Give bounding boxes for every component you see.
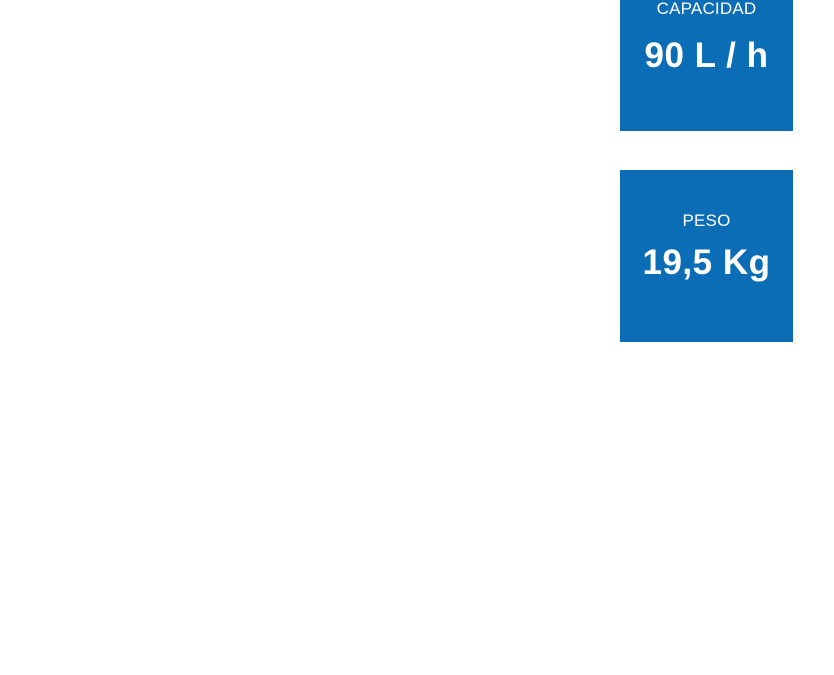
weight-value: 19,5 Kg	[642, 243, 771, 282]
weight-label: PESO	[682, 211, 731, 230]
weight-spec-card: PESO 19,5 Kg	[620, 170, 793, 342]
capacity-value: 90 L / h	[644, 36, 769, 75]
capacity-spec-card: CAPACIDAD 90 L / h	[620, 0, 793, 131]
capacity-label: CAPACIDAD	[656, 0, 757, 18]
